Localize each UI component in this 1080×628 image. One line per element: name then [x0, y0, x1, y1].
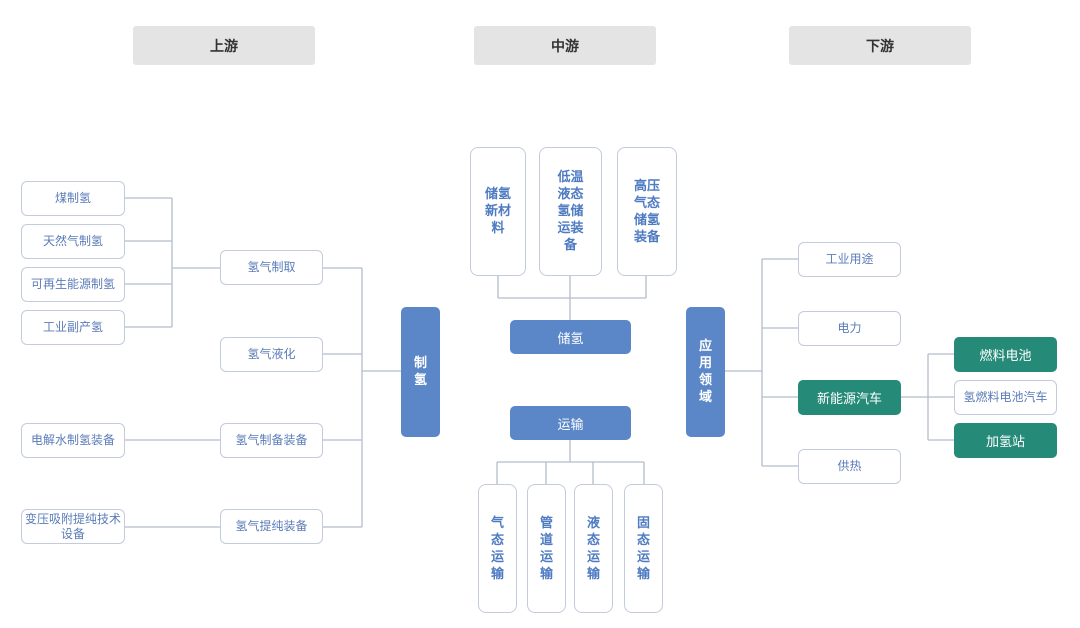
node-hydrogen-station: 加氢站	[954, 423, 1057, 458]
node-fuel-cell: 燃料电池	[954, 337, 1057, 372]
node-hydrogen-purification-equipment: 氢气提纯装备	[220, 509, 323, 544]
node-gas-transport: 气 态 运 输	[478, 484, 517, 613]
node-high-pressure-gas-storage: 高压 气态 储氢 装备	[617, 147, 677, 276]
node-coal-hydrogen: 煤制氢	[21, 181, 125, 216]
node-solid-transport: 固 态 运 输	[624, 484, 663, 613]
node-cryogenic-liquid-storage: 低温 液态 氢储 运装 备	[539, 147, 602, 276]
node-natural-gas-hydrogen: 天然气制氢	[21, 224, 125, 259]
node-hydrogen-liquefaction: 氢气液化	[220, 337, 323, 372]
node-liquid-transport: 液 态 运 输	[574, 484, 613, 613]
node-industrial-use: 工业用途	[798, 242, 901, 277]
node-hydrogen-fuel-cell-vehicle: 氢燃料电池汽车	[954, 380, 1057, 415]
hub-application-fields: 应 用 领 域	[686, 307, 725, 437]
node-hydrogen-production: 氢气制取	[220, 250, 323, 285]
hub-hydrogen-production: 制 氢	[401, 307, 440, 437]
hub-transport: 运输	[510, 406, 631, 440]
node-storage-new-materials: 储氢 新材 料	[470, 147, 526, 276]
node-industrial-byproduct-hydrogen: 工业副产氢	[21, 310, 125, 345]
header-midstream: 中游	[474, 26, 656, 65]
node-heating: 供热	[798, 449, 901, 484]
node-new-energy-vehicles: 新能源汽车	[798, 380, 901, 415]
node-renewable-hydrogen: 可再生能源制氢	[21, 267, 125, 302]
node-pipeline-transport: 管 道 运 输	[527, 484, 566, 613]
node-psa-equipment: 变压吸附提纯技术 设备	[21, 509, 125, 544]
node-hydrogen-prep-equipment: 氢气制备装备	[220, 423, 323, 458]
hub-storage: 储氢	[510, 320, 631, 354]
node-electrolysis-equipment: 电解水制氢装备	[21, 423, 125, 458]
header-downstream: 下游	[789, 26, 971, 65]
header-upstream: 上游	[133, 26, 315, 65]
node-power: 电力	[798, 311, 901, 346]
